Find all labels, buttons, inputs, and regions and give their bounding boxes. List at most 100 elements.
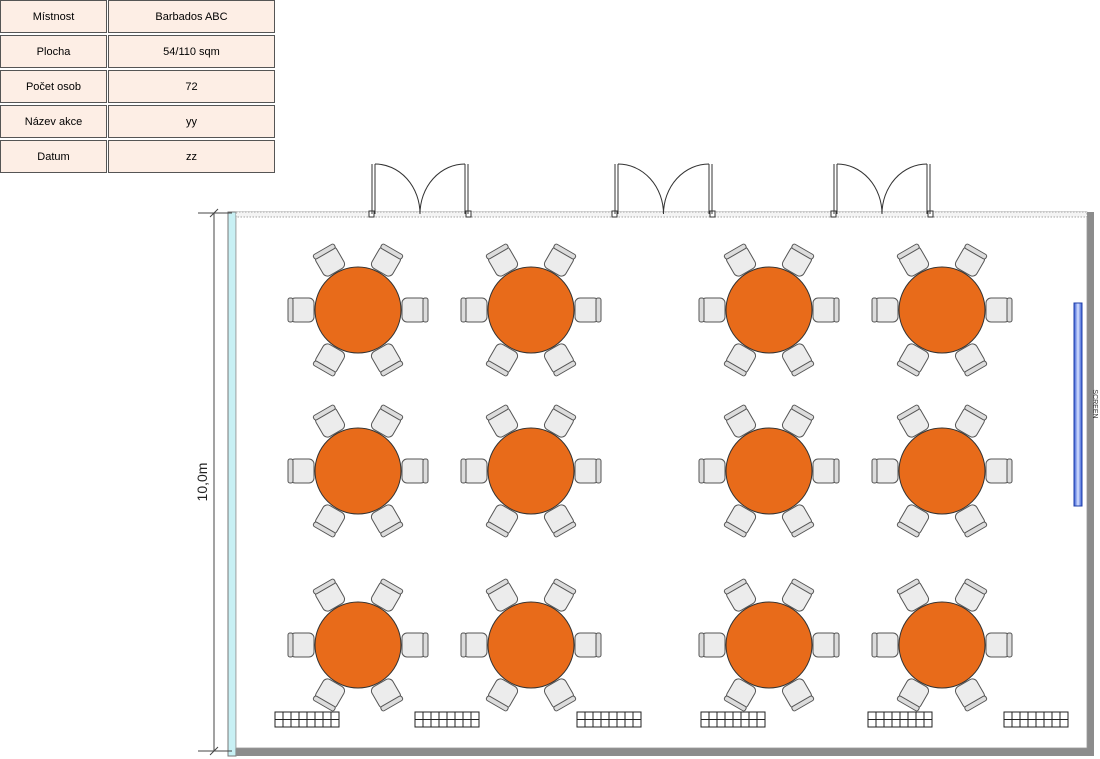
projection-screen xyxy=(1073,302,1083,507)
chair xyxy=(460,297,488,323)
chair xyxy=(370,578,404,612)
chair xyxy=(723,578,757,612)
round-table xyxy=(898,601,986,689)
chair xyxy=(485,343,519,377)
chair xyxy=(723,243,757,277)
round-table xyxy=(487,266,575,354)
chair xyxy=(781,578,815,612)
chair xyxy=(485,578,519,612)
round-table xyxy=(487,601,575,689)
chair xyxy=(370,678,404,712)
chair xyxy=(543,578,577,612)
radiator xyxy=(274,711,340,728)
chair xyxy=(485,504,519,538)
chair xyxy=(574,632,602,658)
round-table xyxy=(898,427,986,515)
chair xyxy=(954,343,988,377)
chair xyxy=(896,404,930,438)
chair xyxy=(574,458,602,484)
chair xyxy=(723,504,757,538)
round-tables xyxy=(314,266,986,689)
chair xyxy=(781,343,815,377)
radiator xyxy=(867,711,933,728)
info-value: yy xyxy=(108,105,275,138)
round-table xyxy=(725,601,813,689)
dimension-line xyxy=(198,208,232,756)
info-label: Místnost xyxy=(0,0,107,33)
chair xyxy=(370,343,404,377)
info-label: Plocha xyxy=(0,35,107,68)
chair xyxy=(543,678,577,712)
chair xyxy=(871,458,899,484)
chair xyxy=(543,404,577,438)
chair xyxy=(954,504,988,538)
chair xyxy=(370,404,404,438)
chair xyxy=(698,297,726,323)
chair xyxy=(723,343,757,377)
chair xyxy=(543,243,577,277)
round-table xyxy=(898,266,986,354)
chair xyxy=(401,297,429,323)
chairs xyxy=(287,243,1013,712)
info-value: Barbados ABC xyxy=(108,0,275,33)
chair xyxy=(312,578,346,612)
round-table xyxy=(314,427,402,515)
chair xyxy=(896,678,930,712)
chair xyxy=(370,504,404,538)
chair xyxy=(543,504,577,538)
chair xyxy=(781,404,815,438)
round-table xyxy=(314,601,402,689)
info-label: Počet osob xyxy=(0,70,107,103)
chair xyxy=(485,404,519,438)
chair xyxy=(312,504,346,538)
round-table xyxy=(725,427,813,515)
chair xyxy=(460,632,488,658)
radiator xyxy=(700,711,766,728)
chair xyxy=(698,632,726,658)
chair xyxy=(954,404,988,438)
chair xyxy=(287,632,315,658)
doors xyxy=(368,163,934,218)
chair xyxy=(781,504,815,538)
chair xyxy=(723,678,757,712)
window-wall-left xyxy=(227,211,237,757)
chair xyxy=(543,343,577,377)
chair xyxy=(985,458,1013,484)
wall-top xyxy=(235,211,1088,218)
chair xyxy=(370,243,404,277)
chair xyxy=(896,504,930,538)
chair xyxy=(574,297,602,323)
chair xyxy=(781,243,815,277)
info-label: Datum xyxy=(0,140,107,173)
chair xyxy=(401,458,429,484)
chair xyxy=(812,297,840,323)
dimension-label: 10,0m xyxy=(194,463,210,502)
chair xyxy=(698,458,726,484)
info-value: zz xyxy=(108,140,275,173)
chair xyxy=(723,404,757,438)
chair xyxy=(401,632,429,658)
radiator xyxy=(1003,711,1069,728)
radiator xyxy=(576,711,642,728)
chair xyxy=(985,297,1013,323)
chair xyxy=(812,632,840,658)
round-table xyxy=(314,266,402,354)
radiator xyxy=(414,711,480,728)
info-label: Název akce xyxy=(0,105,107,138)
chair xyxy=(287,297,315,323)
chair xyxy=(485,243,519,277)
chair xyxy=(954,578,988,612)
chair xyxy=(312,404,346,438)
chair xyxy=(896,578,930,612)
double-door xyxy=(368,163,472,218)
radiators xyxy=(274,711,1069,728)
info-value: 54/110 sqm xyxy=(108,35,275,68)
chair xyxy=(896,343,930,377)
chair xyxy=(287,458,315,484)
chair xyxy=(896,243,930,277)
wall-bottom xyxy=(236,748,1094,756)
chair xyxy=(312,678,346,712)
chair xyxy=(985,632,1013,658)
chair xyxy=(460,458,488,484)
